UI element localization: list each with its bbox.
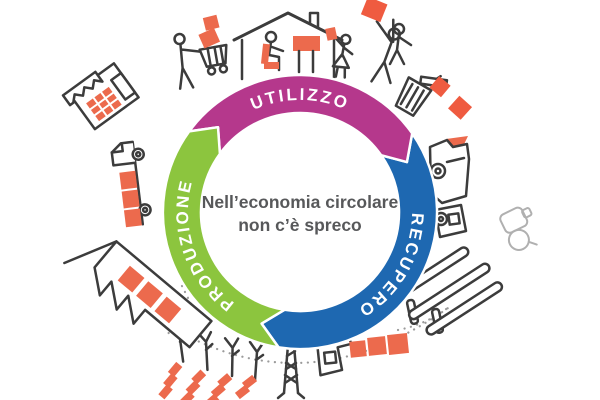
- truck-cargo: [119, 170, 142, 228]
- sapling-icon: [234, 340, 265, 400]
- house-icon: [232, 11, 344, 81]
- factory-icon: [63, 240, 213, 349]
- store-window: [86, 86, 122, 122]
- garbage-truck-icon: [428, 136, 471, 239]
- child-flag: [325, 26, 338, 41]
- house-furniture: [260, 36, 320, 69]
- store-icon: [61, 62, 140, 131]
- person-raising-box-icon: [360, 0, 402, 85]
- waste-diamonds: [429, 76, 473, 120]
- sapling-icon: [179, 330, 214, 400]
- store-window-grid: [89, 91, 119, 117]
- cargo-truck-icon: [110, 140, 152, 228]
- center-title: Nell’economia circolare non c’è spreco: [202, 192, 399, 235]
- center-title-line2: non c’è spreco: [238, 215, 362, 235]
- raised-box: [360, 0, 388, 23]
- factory-windows: [117, 265, 182, 324]
- sapling-icon: [204, 337, 240, 400]
- person-tossing-icon: [388, 22, 413, 66]
- shopper-cart-icon: [173, 14, 229, 90]
- center-title-line1: Nell’economia circolare: [202, 192, 399, 212]
- bottles-icon: [499, 206, 538, 251]
- segment-utilizzo: [187, 73, 414, 164]
- saplings: [158, 322, 265, 400]
- trash-bin-icon: [394, 74, 449, 117]
- child-icon: [325, 26, 354, 79]
- segment-produzione: [161, 125, 286, 349]
- cart-boxes: [198, 14, 221, 49]
- sorted-bins: [349, 333, 409, 358]
- conveyor-icon: [395, 246, 504, 336]
